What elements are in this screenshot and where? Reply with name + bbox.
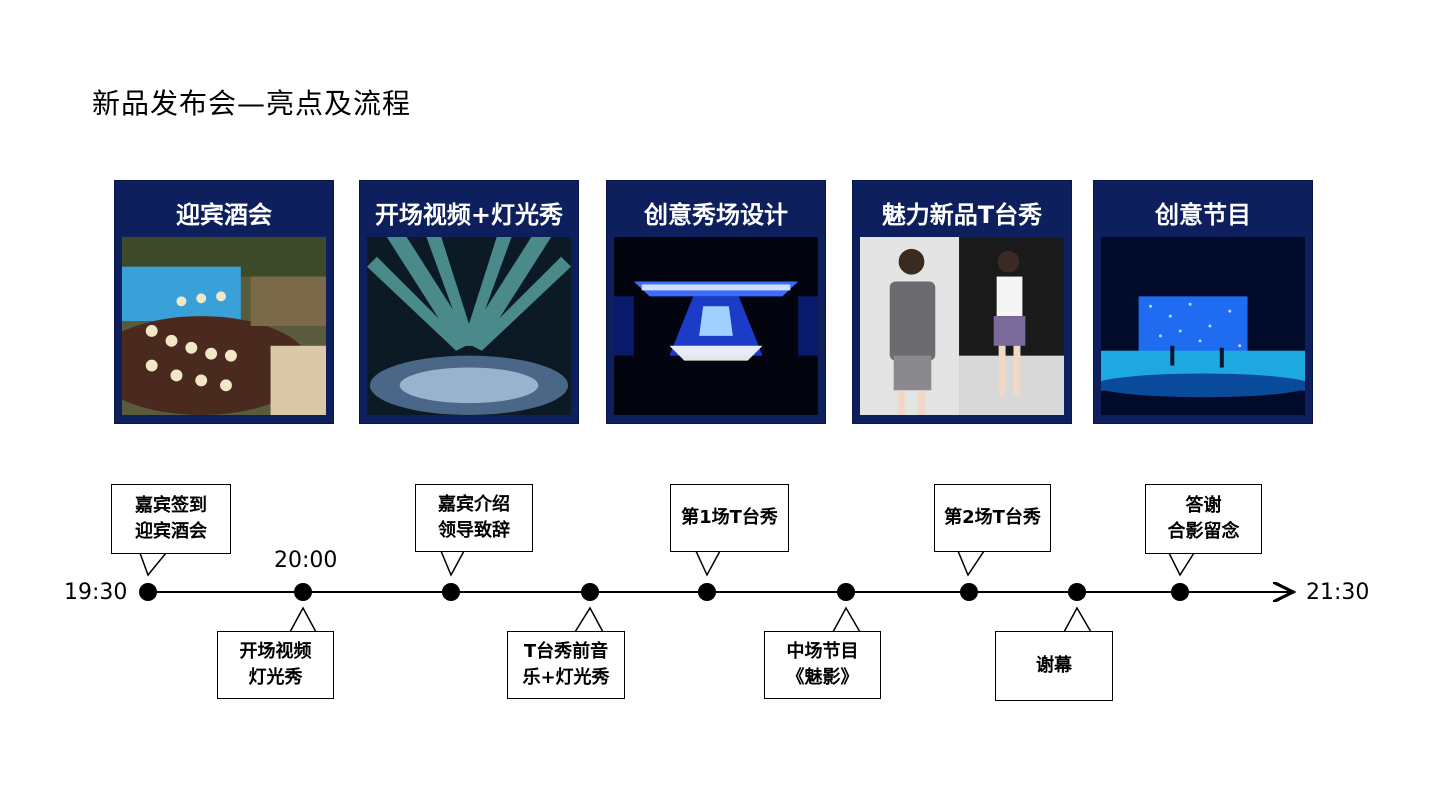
- callout-guest-intro: 嘉宾介绍领导致辞: [415, 484, 533, 552]
- runway-stage-render: [614, 237, 818, 415]
- callout-line: 领导致辞: [438, 518, 510, 544]
- highlight-card-opening-video: 开场视频+灯光秀: [359, 180, 579, 424]
- buffet-pool-photo: [122, 237, 326, 415]
- callout-pointer: [833, 608, 860, 632]
- callout-line: 《魅影》: [787, 665, 859, 691]
- callout-line: 开场视频: [240, 639, 312, 665]
- callout-line: 第1场T台秀: [681, 505, 778, 531]
- page-title: 新品发布会—亮点及流程: [92, 82, 411, 122]
- card-title: 创意秀场设计: [607, 195, 825, 230]
- card-title: 开场视频+灯光秀: [360, 195, 578, 230]
- card-title: 迎宾酒会: [115, 195, 333, 230]
- callout-curtain-call: 谢幕: [995, 631, 1113, 701]
- callout-line: 中场节目: [787, 639, 859, 665]
- stage-light-show-photo: [367, 237, 571, 415]
- callout-line: 谢幕: [1036, 653, 1072, 679]
- callout-pointer: [696, 551, 720, 575]
- callout-pointer: [1064, 608, 1091, 632]
- callout-opening-video: 开场视频灯光秀: [217, 631, 334, 699]
- callout-line: T台秀前音: [522, 639, 609, 665]
- timeline-dot: [442, 583, 460, 601]
- callout-line: 乐+灯光秀: [522, 665, 609, 691]
- highlight-card-fashion-show: 魅力新品T台秀: [852, 180, 1072, 424]
- callout-line: 灯光秀: [240, 665, 312, 691]
- callout-line: 第2场T台秀: [944, 505, 1041, 531]
- callout-line: 嘉宾介绍: [438, 492, 510, 518]
- callout-pointer: [1169, 553, 1194, 575]
- callout-runway-show-1: 第1场T台秀: [670, 484, 789, 552]
- callout-line: 迎宾酒会: [135, 519, 207, 545]
- callout-runway-show-2: 第2场T台秀: [934, 484, 1051, 552]
- card-title: 创意节目: [1094, 195, 1312, 230]
- callout-guest-checkin: 嘉宾签到迎宾酒会: [111, 484, 231, 554]
- timeline-dot: [139, 583, 157, 601]
- fashion-models-photo: [860, 237, 1064, 415]
- callout-pointer: [140, 553, 166, 575]
- timeline-dot: [294, 583, 312, 601]
- timeline-dot: [698, 583, 716, 601]
- callout-pointer: [290, 608, 316, 632]
- callout-thanks-photo: 答谢合影留念: [1145, 484, 1262, 554]
- callout-pointer: [958, 551, 984, 575]
- timeline-mark-time: 20:00: [274, 548, 337, 573]
- callout-pointer: [441, 551, 464, 575]
- callout-pre-show-music: T台秀前音乐+灯光秀: [507, 631, 625, 699]
- timeline-dot: [837, 583, 855, 601]
- callout-line: 答谢: [1168, 493, 1240, 519]
- highlight-card-creative-program: 创意节目: [1093, 180, 1313, 424]
- callout-line: 嘉宾签到: [135, 493, 207, 519]
- highlight-card-welcome-reception: 迎宾酒会: [114, 180, 334, 424]
- timeline-dot: [1171, 583, 1189, 601]
- blue-stage-performance-photo: [1101, 237, 1305, 415]
- timeline-end-time: 21:30: [1306, 580, 1369, 605]
- timeline-dot: [960, 583, 978, 601]
- callout-intermission-program: 中场节目《魅影》: [764, 631, 881, 699]
- timeline-dot: [581, 583, 599, 601]
- card-title: 魅力新品T台秀: [853, 195, 1071, 230]
- callout-line: 合影留念: [1168, 519, 1240, 545]
- timeline-start-time: 19:30: [64, 580, 127, 605]
- timeline-dot: [1068, 583, 1086, 601]
- callout-pointer: [575, 608, 603, 632]
- highlight-card-creative-runway: 创意秀场设计: [606, 180, 826, 424]
